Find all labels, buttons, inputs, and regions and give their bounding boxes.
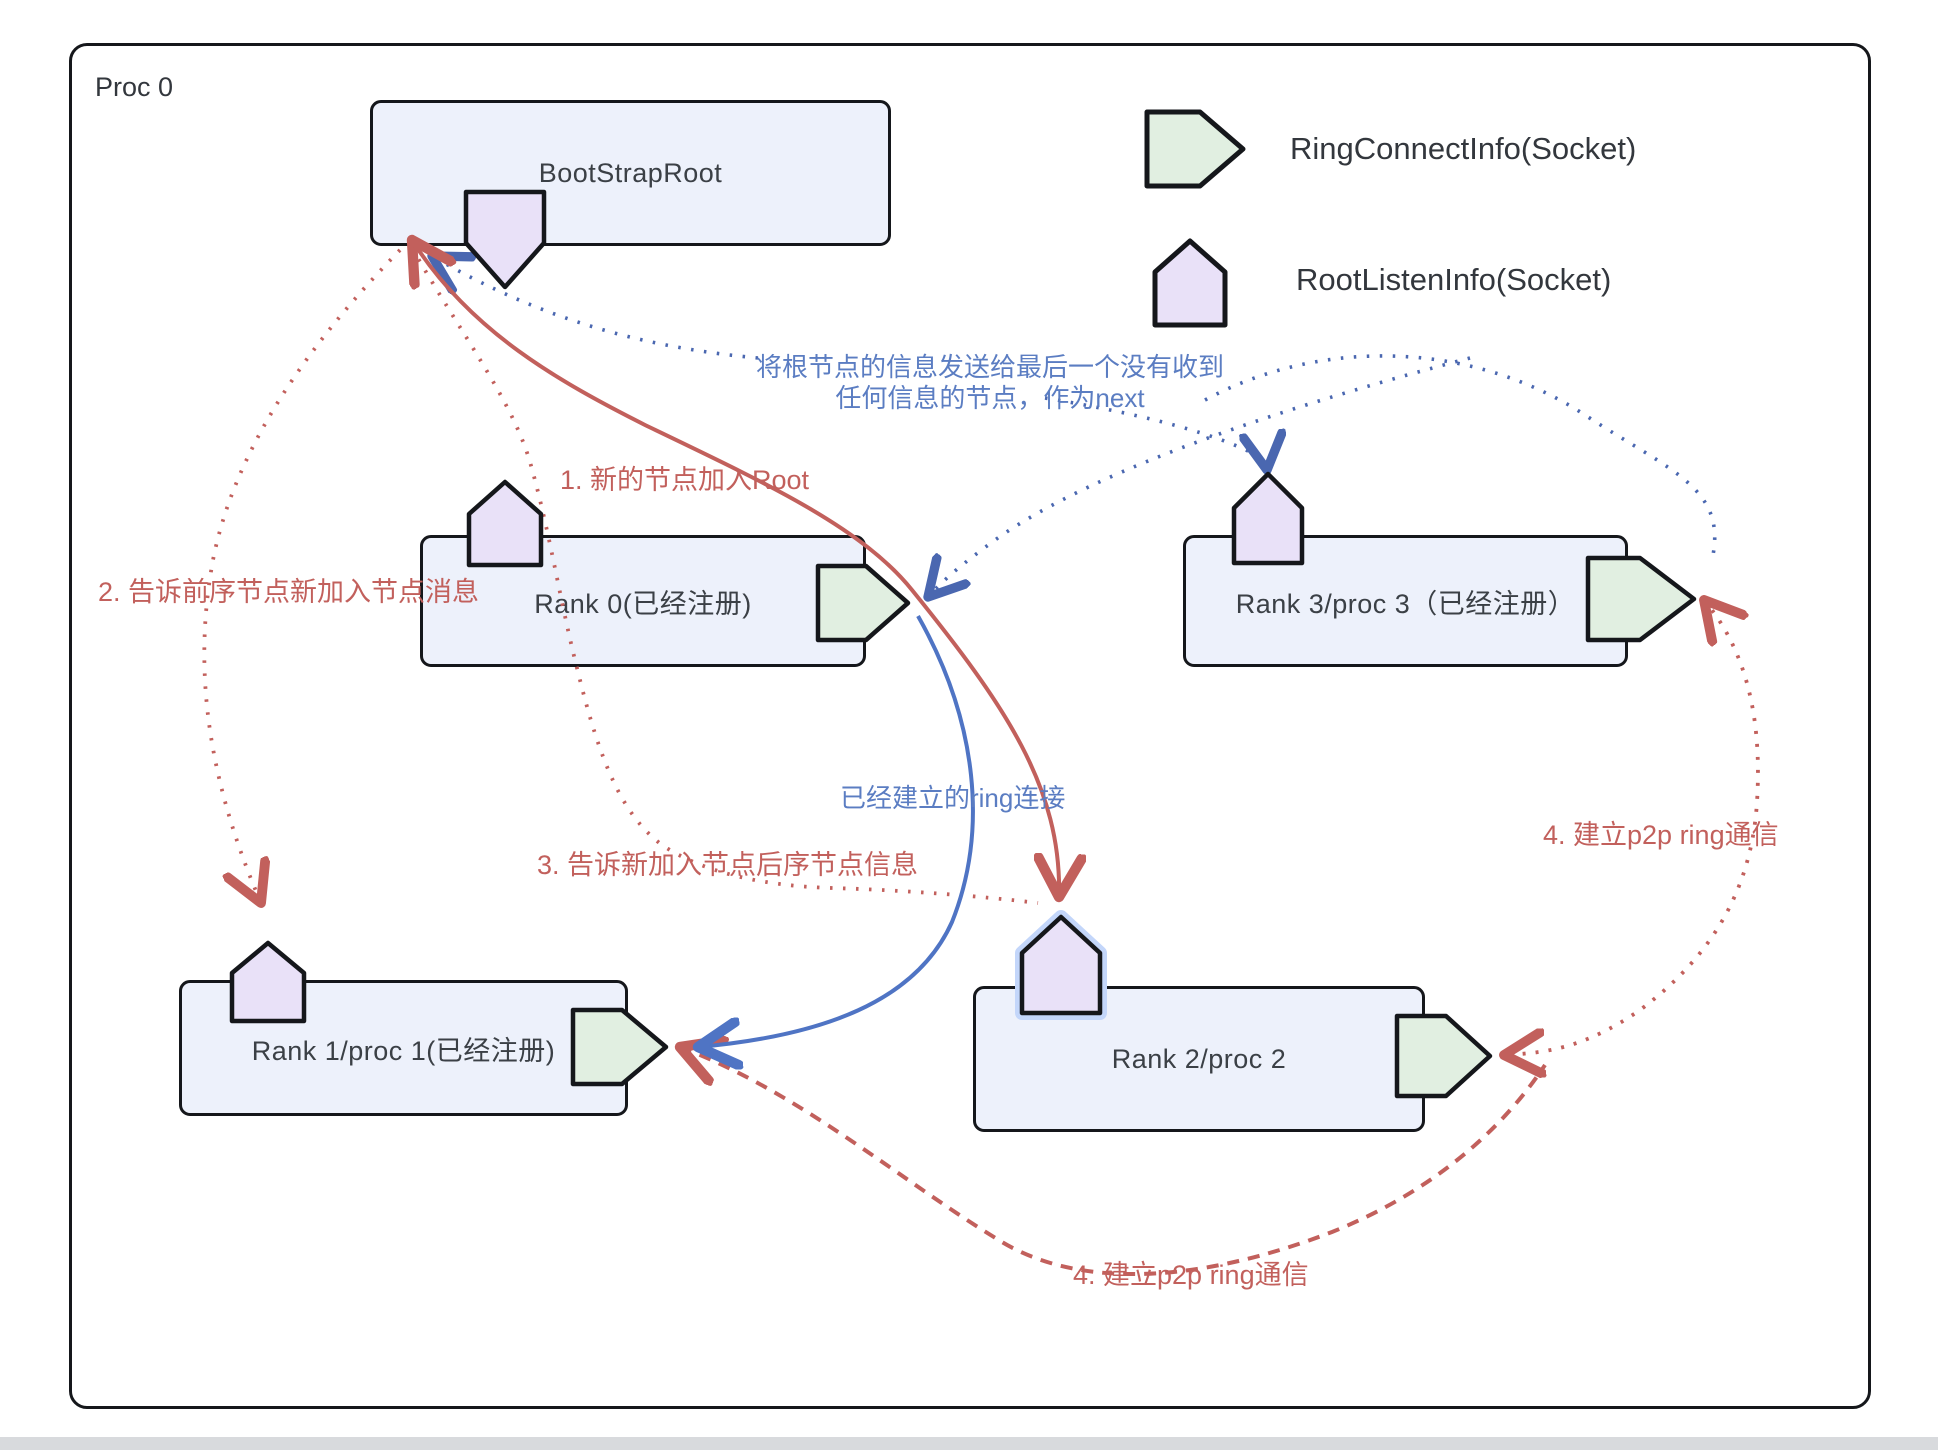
annotation-step2: 2. 告诉前序节点新加入节点消息 [98, 577, 480, 607]
node-rank1: Rank 1/proc 1(已经注册) [179, 980, 628, 1116]
annotation-send-root-info-line2: 任何信息的节点，作为next [835, 383, 1145, 413]
annotation-step3: 3. 告诉新加入节点后序节点信息 [537, 850, 919, 880]
proc0-frame [69, 43, 1871, 1409]
annotation-step1: 1. 新的节点加入Root [560, 465, 810, 495]
node-rank3-label: Rank 3/proc 3（已经注册） [1235, 588, 1576, 619]
node-bootstrap-root: BootStrapRoot [370, 100, 891, 246]
node-bootstrap-root-label: BootStrapRoot [538, 157, 723, 188]
annotation-ring-established: 已经建立的ring连接 [840, 783, 1066, 813]
annotation-send-root-info-line1: 将根节点的信息发送给最后一个没有收到 [755, 352, 1224, 382]
node-rank2: Rank 2/proc 2 [973, 986, 1425, 1132]
window-bottom-strip [0, 1437, 1938, 1450]
annotation-step4-bottom: 4. 建立p2p ring通信 [1073, 1260, 1309, 1290]
annotation-step4-right: 4. 建立p2p ring通信 [1543, 820, 1779, 850]
node-rank0-label: Rank 0(已经注册) [534, 588, 752, 619]
proc0-label: Proc 0 [95, 72, 174, 102]
node-rank0: Rank 0(已经注册) [420, 535, 866, 667]
annotation-send-root-info: 将根节点的信息发送给最后一个没有收到 任何信息的节点，作为next [690, 352, 1290, 414]
node-rank3: Rank 3/proc 3（已经注册） [1183, 535, 1628, 667]
node-rank2-label: Rank 2/proc 2 [1111, 1043, 1287, 1074]
node-rank1-label: Rank 1/proc 1(已经注册) [251, 1035, 556, 1066]
legend-root-listen-label: RootListenInfo(Socket) [1296, 262, 1612, 297]
legend-ring-connect-label: RingConnectInfo(Socket) [1290, 131, 1637, 166]
